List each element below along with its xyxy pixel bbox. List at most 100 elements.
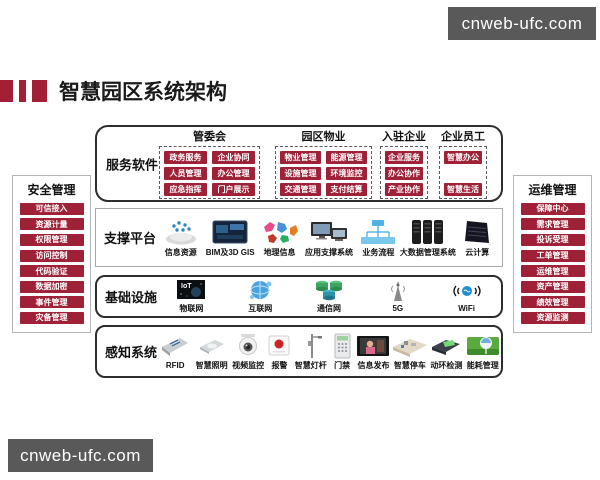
platform-item: 大数据管理系统 [400,218,456,258]
service-module: 企业服务 [385,151,423,164]
platform-item-label: 信息资源 [164,247,197,257]
service-module: 交通管理 [280,183,321,196]
antenna-5g-icon [390,282,405,301]
security-item: 代码验证 [19,265,84,278]
page-title: 智慧园区系统架构 [59,81,227,104]
service-group-resident-enterprises: 入驻企业 企业服务 办公协作 产业协作 [380,131,428,199]
energy-mgmt-icon [466,336,499,355]
infrastructure-item-label: 物联网 [179,304,204,313]
security-item: 访问控制 [19,249,84,262]
service-software-layer: 服务软件 管委会 政务服务 企业协同 人员管理 办公管理 应急指挥 门户展示 园… [95,125,503,202]
service-module: 办公协作 [385,167,423,180]
ops-item: 资源监测 [520,311,585,324]
infrastructure-item: WiFi [432,280,501,313]
security-item: 事件管理 [19,296,84,309]
perception-item: 动环检测 [428,333,464,371]
perception-item: 信息发布 [355,333,391,371]
group-header: 管委会 [193,131,226,143]
service-module: 人员管理 [164,167,207,180]
info-resource-icon [165,220,196,244]
service-module: 环境监控 [326,167,367,180]
service-module: 智慧生活 [444,183,482,196]
service-module: 智慧办公 [444,151,482,164]
business-flow-icon [361,219,396,244]
infrastructure-item-label: 通信网 [317,304,341,313]
perception-item-label: 信息发布 [357,360,390,370]
perception-item: 智慧灯杆 [293,333,329,371]
platform-item: 信息资源 [156,218,205,258]
ops-item: 投诉受理 [520,233,585,246]
perception-item-label: 动环检测 [430,360,463,370]
infrastructure-layer: 基础设施 IoT 物联网 互联网 通信网 5G WiFi [95,275,503,318]
platform-item-label: 业务流程 [362,247,395,257]
layer-label: 基础设施 [105,290,158,305]
platform-item-label: 云计算 [465,247,490,257]
wifi-icon [452,285,481,297]
infrastructure-item-label: WiFi [458,304,475,313]
smart-parking-icon [392,338,427,357]
perception-system-layer: 感知系统 RFID 智慧照明 视频监控 报警 智慧灯杆 门禁 信息发布 智慧停车… [95,325,503,378]
security-item: 可信接入 [19,202,84,215]
ops-item: 运维管理 [520,265,585,278]
platform-item: 地理信息 [255,218,304,258]
platform-item-label: 地理信息 [263,247,296,257]
iot-icon: IoT [177,280,206,299]
info-display-icon [357,335,390,356]
infrastructure-item-label: 互联网 [248,304,273,313]
perception-item: 报警 [266,333,292,371]
ops-item: 需求管理 [520,218,585,231]
perception-item-label: 报警 [271,360,288,370]
cctv-camera-icon [239,333,258,355]
service-module: 企业协同 [212,151,255,164]
env-monitor-icon [432,339,461,355]
infrastructure-item: 通信网 [295,279,364,314]
ops-item: 工单管理 [520,249,585,262]
security-item: 数据加密 [19,280,84,293]
platform-item-label: 应用支撑系统 [304,247,353,257]
platform-item: 云计算 [453,218,502,258]
perception-item-label: RFID [165,360,185,370]
service-module: 门户展示 [212,183,255,196]
app-support-icon [310,221,347,241]
svg-text:IoT: IoT [181,283,192,290]
layer-label: 感知系统 [105,345,158,360]
service-group-management-committee: 管委会 政务服务 企业协同 人员管理 办公管理 应急指挥 门户展示 [159,131,260,199]
ops-item: 绩效管理 [520,296,585,309]
bim-gis-icon [212,220,248,243]
support-platform-layer: 支撑平台 信息资源 BIM及3D GIS 地理信息 应用支撑系统 业务流程 大数… [95,208,503,267]
group-box: 政务服务 企业协同 人员管理 办公管理 应急指挥 门户展示 [159,146,260,199]
watermark-banner-top: cnweb-ufc.com [448,7,596,40]
comm-network-icon [316,280,342,301]
perception-item: 智慧停车 [392,333,428,371]
service-module: 支付结算 [326,183,367,196]
security-panel-title: 安全管理 [27,183,76,197]
perception-item-label: 能耗管理 [466,360,499,370]
security-panel: 安全管理 可信接入 资源计量 权限管理 访问控制 代码验证 数据加密 事件管理 … [12,175,91,333]
group-header: 企业员工 [441,131,485,143]
ops-item: 资产管理 [520,280,585,293]
perception-item-label: 智慧照明 [195,360,228,370]
watermark-text: cnweb-ufc.com [20,445,141,465]
bigdata-icon [411,219,443,244]
title-bullet-icon [0,80,13,102]
smart-pole-icon [307,333,322,358]
group-box: 物业管理 能源管理 设施管理 环境监控 交通管理 支付结算 [275,146,372,199]
perception-item: 智慧照明 [193,333,229,371]
security-item: 权限管理 [19,233,84,246]
watermark-text: cnweb-ufc.com [461,13,583,33]
layer-label: 支撑平台 [104,231,157,246]
service-module: 能源管理 [326,151,367,164]
alarm-button-icon [268,335,290,355]
geo-info-icon [263,221,298,243]
cloud-computing-icon [465,220,490,243]
perception-item-label: 视频监控 [232,360,265,370]
platform-item-label: BIM及3D GIS [205,247,255,257]
service-module: 政务服务 [164,151,207,164]
layer-label: 服务软件 [106,157,159,172]
service-group-enterprise-employees: 企业员工 智慧办公 智慧生活 [439,131,487,199]
rfid-reader-icon [162,337,189,356]
service-module: 设施管理 [280,167,321,180]
title-bullet-icon [19,80,26,102]
service-module: 物业管理 [280,151,321,164]
watermark-banner-bottom: cnweb-ufc.com [8,439,153,472]
